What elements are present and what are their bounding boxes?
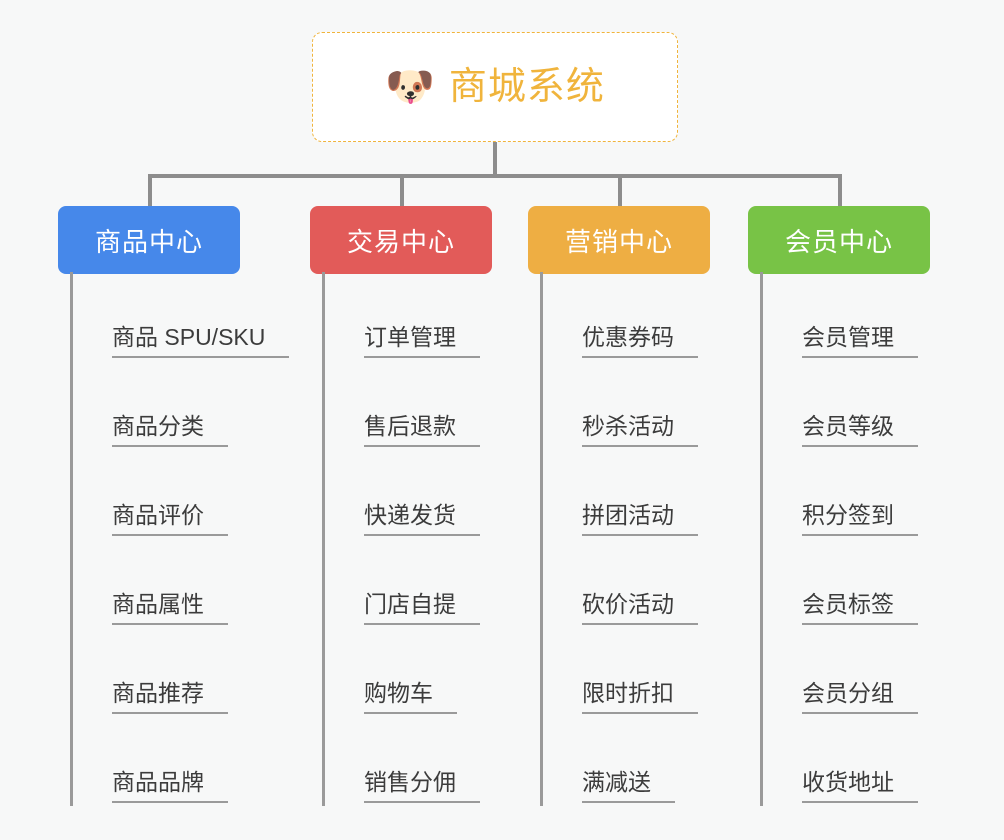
branch-header-trade-center[interactable]: 交易中心 [310, 206, 492, 274]
leaf-item[interactable]: 快递发货 [322, 450, 522, 539]
leaf-item-label: 订单管理 [364, 324, 480, 358]
root-node-shop-system[interactable]: 🐶 商城系统 [312, 32, 678, 142]
leaf-item-label: 优惠券码 [582, 324, 698, 358]
leaf-item[interactable]: 订单管理 [322, 272, 522, 361]
leaf-item[interactable]: 满减送 [540, 717, 740, 806]
leaf-item[interactable]: 限时折扣 [540, 628, 740, 717]
leaf-item[interactable]: 收货地址 [760, 717, 960, 806]
leaf-item-label: 会员标签 [802, 591, 918, 625]
branch-items-member-center: 会员管理 会员等级 积分签到 会员标签 会员分组 收货地址 [760, 272, 960, 806]
leaf-item-label: 商品品牌 [112, 769, 228, 803]
leaf-item[interactable]: 商品推荐 [70, 628, 270, 717]
connector-drop-branch-1 [148, 174, 152, 206]
leaf-item[interactable]: 购物车 [322, 628, 522, 717]
leaf-item-label: 会员分组 [802, 680, 918, 714]
branch-header-label: 会员中心 [784, 226, 893, 257]
leaf-item-label: 秒杀活动 [582, 413, 698, 447]
leaf-item-label: 满减送 [582, 769, 675, 803]
leaf-item-label: 销售分佣 [364, 769, 480, 803]
leaf-item-label: 门店自提 [364, 591, 480, 625]
branch-spine [540, 272, 543, 806]
leaf-item[interactable]: 商品 SPU/SKU [70, 272, 290, 361]
leaf-item[interactable]: 砍价活动 [540, 539, 740, 628]
leaf-item-label: 会员管理 [802, 324, 918, 358]
connector-root-stem [493, 142, 497, 176]
leaf-item-label: 限时折扣 [582, 680, 698, 714]
branch-header-label: 交易中心 [346, 226, 455, 257]
leaf-item[interactable]: 优惠券码 [540, 272, 740, 361]
leaf-item[interactable]: 售后退款 [322, 361, 522, 450]
branch-header-label: 商品中心 [94, 226, 203, 257]
branch-header-marketing-center[interactable]: 营销中心 [528, 206, 710, 274]
leaf-item[interactable]: 会员管理 [760, 272, 960, 361]
dog-face-icon: 🐶 [385, 65, 435, 109]
connector-drop-branch-4 [838, 174, 842, 206]
branch-items-trade-center: 订单管理 售后退款 快递发货 门店自提 购物车 销售分佣 [322, 272, 522, 806]
branch-items-product-center: 商品 SPU/SKU 商品分类 商品评价 商品属性 商品推荐 商品品牌 [70, 272, 290, 806]
connector-drop-branch-2 [400, 174, 404, 206]
branch-header-member-center[interactable]: 会员中心 [748, 206, 930, 274]
leaf-item-label: 商品推荐 [112, 680, 228, 714]
branch-spine [322, 272, 325, 806]
leaf-item[interactable]: 门店自提 [322, 539, 522, 628]
leaf-item[interactable]: 拼团活动 [540, 450, 740, 539]
leaf-item[interactable]: 积分签到 [760, 450, 960, 539]
connector-drop-branch-3 [618, 174, 622, 206]
leaf-item[interactable]: 商品评价 [70, 450, 270, 539]
leaf-item-label: 收货地址 [802, 769, 918, 803]
connector-horizontal-bus [148, 174, 840, 178]
leaf-item[interactable]: 商品分类 [70, 361, 270, 450]
leaf-item-label: 砍价活动 [582, 591, 698, 625]
branch-spine [70, 272, 73, 806]
leaf-item[interactable]: 销售分佣 [322, 717, 522, 806]
leaf-item-label: 购物车 [364, 680, 457, 714]
leaf-item-label: 拼团活动 [582, 502, 698, 536]
leaf-item[interactable]: 会员等级 [760, 361, 960, 450]
leaf-item-label: 商品评价 [112, 502, 228, 536]
branch-items-marketing-center: 优惠券码 秒杀活动 拼团活动 砍价活动 限时折扣 满减送 [540, 272, 740, 806]
leaf-item-label: 会员等级 [802, 413, 918, 447]
leaf-item[interactable]: 会员标签 [760, 539, 960, 628]
leaf-item[interactable]: 商品属性 [70, 539, 270, 628]
leaf-item[interactable]: 商品品牌 [70, 717, 270, 806]
leaf-item[interactable]: 会员分组 [760, 628, 960, 717]
leaf-item-label: 售后退款 [364, 413, 480, 447]
leaf-item-label: 商品属性 [112, 591, 228, 625]
leaf-item-label: 商品 SPU/SKU [112, 324, 290, 358]
leaf-item-label: 快递发货 [364, 502, 480, 536]
leaf-item[interactable]: 秒杀活动 [540, 361, 740, 450]
branch-header-product-center[interactable]: 商品中心 [58, 206, 240, 274]
branch-spine [760, 272, 763, 806]
leaf-item-label: 积分签到 [802, 502, 918, 536]
branch-header-label: 营销中心 [564, 226, 673, 257]
root-node-title: 商城系统 [448, 66, 605, 108]
leaf-item-label: 商品分类 [112, 413, 228, 447]
